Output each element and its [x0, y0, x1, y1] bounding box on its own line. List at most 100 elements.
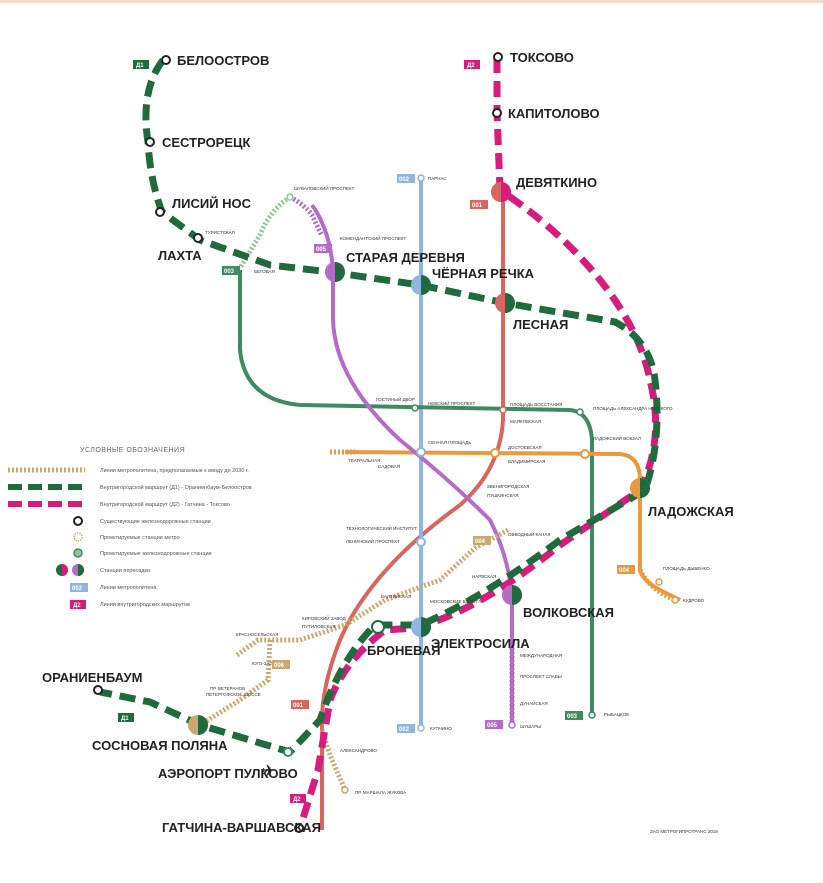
minor-station-label: ПР. МАРШАЛА ЖУКОВА — [355, 790, 406, 795]
footer-note: ЗАО МЕТРОГИПРОТРАНС 2019 — [650, 829, 718, 834]
station-sosnovaya-polyana[interactable]: СОСНОВАЯ ПОЛЯНА — [92, 715, 228, 753]
station-label: БРОНЕВАЯ — [367, 643, 441, 658]
station-label: ЧЁРНАЯ РЕЧКА — [432, 266, 535, 281]
minor-station-label: ЗВЕНИГОРОДСКАЯ — [487, 484, 529, 489]
minor-station-label: ЮГО-ЗАПАДНАЯ — [252, 661, 288, 666]
minor-station-label: ПРОСПЕКТ СЛАВЫ — [520, 674, 562, 679]
svg-text:002: 002 — [399, 727, 410, 733]
svg-text:004: 004 — [475, 539, 486, 545]
planned-metro-station-icon — [73, 532, 83, 542]
minor-station-label: РЫБАЦКОЕ — [604, 712, 629, 717]
minor-station-label: ПЕТЕРГОФСКОЕ ШОССЕ — [206, 692, 261, 697]
minor-station-label: ПАРНАС — [428, 176, 447, 181]
station-marker — [294, 823, 304, 833]
metro-line-teal — [238, 270, 594, 715]
minor-station-label: СЕННАЯ ПЛОЩАДЬ — [428, 440, 471, 445]
legend-item-text: Внутригородской маршрут (Д2) - Гатчина -… — [100, 501, 230, 508]
station-marker — [155, 207, 165, 217]
legend-item-text: Линии метрополитена — [100, 585, 157, 591]
minor-station-label: БАЛТИЙСКАЯ — [381, 592, 411, 599]
minor-station-label: НАРВСКАЯ — [472, 574, 496, 579]
planned-railway-station-icon — [73, 548, 83, 558]
station-label: АЭРОПОРТ ПУЛКОВО — [158, 766, 298, 781]
station-label: ТОКСОВО — [510, 50, 574, 65]
station-staraya-derevnya[interactable]: СТАРАЯ ДЕРЕВНЯ — [325, 250, 465, 282]
station-toksovo[interactable]: ТОКСОВО — [493, 50, 574, 65]
minor-station-label: КОМЕНДАНТСКИЙ ПРОСПЕКТ — [340, 234, 406, 241]
station-ladozhskaya[interactable]: ЛАДОЖСКАЯ — [630, 478, 734, 519]
minor-station-label: ПУТИЛОВСКАЯ — [302, 624, 336, 629]
station-label: СЕСТРОРЕЦК — [162, 135, 251, 150]
legend-title: УСЛОВНЫЕ ОБОЗНАЧЕНИЯ — [80, 447, 185, 454]
minor-station-label: ПЛОЩАДЬ АЛЕКСАНДРА НЕВСКОГО — [593, 406, 673, 411]
minor-station-label: АЛЕКСАНДРОВО — [340, 748, 377, 753]
legend-item-text: Станции пересадки — [100, 568, 150, 574]
station-beloostrov[interactable]: БЕЛООСТРОВ — [161, 53, 269, 68]
minor-station-label: КИРОВСКИЙ ЗАВОД — [302, 614, 346, 621]
minor-station-label: ШУВАЛОВСКИЙ ПРОСПЕКТ — [294, 184, 355, 191]
station-sestroretsk[interactable]: СЕСТРОРЕЦК — [145, 135, 251, 150]
minor-station-label: КРАСНОСЕЛЬСКАЯ — [236, 632, 278, 637]
top-border-bar — [0, 0, 823, 3]
station-marker — [283, 747, 293, 757]
station-label: ДЕВЯТКИНО — [516, 175, 597, 190]
route-d2-line — [296, 57, 660, 830]
station-marker — [371, 620, 385, 634]
station-volkovskaya[interactable]: ВОЛКОВСКАЯ — [502, 585, 614, 620]
station-label: ОРАНИЕНБАУМ — [42, 670, 142, 685]
svg-text:005: 005 — [487, 723, 498, 729]
legend-item-text: Проектируемые железнодорожные станции — [100, 551, 212, 557]
station-devyatkino[interactable]: ДЕВЯТКИНО — [491, 175, 597, 202]
minor-station-label: ТЕХНОЛОГИЧЕСКИЙ ИНСТИТУТ — [346, 524, 417, 531]
minor-station-label: ПР. ВЕТЕРАНОВ — [210, 686, 245, 691]
station-label: ЛИСИЙ НОС — [172, 196, 252, 211]
minor-station-label: ОБВОДНЫЙ КАНАЛ — [508, 530, 550, 537]
station-lakhta[interactable]: ЛАХТА — [158, 233, 203, 263]
legend-item-text: Существующие железнодорожные станции — [100, 519, 211, 525]
station-elektrosila[interactable]: ЭЛЕКТРОСИЛА — [411, 617, 530, 651]
minor-station-label: ЛЕНИНСКИЙ ПРОСПЕКТ — [346, 537, 400, 544]
station-label: СТАРАЯ ДЕРЕВНЯ — [346, 250, 465, 265]
svg-text:Д2: Д2 — [467, 63, 475, 69]
planned-metro-line-north-purple — [288, 194, 325, 238]
existing-railway-station-icon — [73, 516, 83, 526]
station-label: БЕЛООСТРОВ — [177, 53, 269, 68]
station-marker — [193, 233, 203, 243]
minor-station-label: ГОСТИНЫЙ ДВОР — [376, 395, 415, 402]
minor-station-label: ПУШКИНСКАЯ — [487, 493, 518, 498]
station-label: ЛАДОЖСКАЯ — [648, 504, 734, 519]
svg-text:Д1: Д1 — [136, 63, 144, 69]
svg-text:Д1: Д1 — [121, 716, 129, 722]
minor-station-label: САДОВАЯ — [378, 464, 400, 469]
transfer-station-icon — [56, 564, 84, 576]
station-lesnaya[interactable]: ЛЕСНАЯ — [495, 293, 568, 332]
svg-text:Д2: Д2 — [293, 797, 301, 803]
station-label: ЛЕСНАЯ — [513, 317, 568, 332]
station-oranienbaum[interactable]: ОРАНИЕНБАУМ — [42, 670, 142, 695]
station-label: ЭЛЕКТРОСИЛА — [431, 636, 530, 651]
route-line-tag-icon — [70, 600, 86, 609]
minor-station-label: НЕВСКИЙ ПРОСПЕКТ — [428, 399, 475, 406]
station-aeroport-pulkovo[interactable]: АЭРОПОРТ ПУЛКОВО ✈ — [158, 747, 298, 781]
station-bronevaya[interactable]: БРОНЕВАЯ — [367, 620, 441, 658]
station-kapitolovo[interactable]: КАПИТОЛОВО — [492, 106, 600, 121]
svg-text:003: 003 — [567, 714, 578, 720]
station-marker — [492, 108, 502, 118]
metro-line-red — [319, 192, 505, 830]
legend-item-text: Проектируемые станции метро — [100, 535, 180, 541]
minor-station-label: МОСКОВСКИЕ ВОРОТА — [430, 599, 481, 604]
minor-station-label: ШУШАРЫ — [520, 724, 541, 729]
station-chernaya-rechka[interactable]: ЧЁРНАЯ РЕЧКА — [411, 266, 535, 295]
legend: УСЛОВНЫЕ ОБОЗНАЧЕНИЯ Линии метрополитена… — [8, 447, 252, 609]
svg-text:003: 003 — [224, 269, 235, 275]
station-gatchina[interactable]: ГАТЧИНА-ВАРШАВСКАЯ — [162, 820, 321, 835]
route-d1-line — [99, 57, 661, 756]
svg-text:004: 004 — [619, 568, 630, 574]
svg-text:006: 006 — [274, 663, 285, 669]
station-label: КАПИТОЛОВО — [508, 106, 600, 121]
station-label: СОСНОВАЯ ПОЛЯНА — [92, 738, 228, 753]
minor-station-label: МАЯКОВСКАЯ — [510, 419, 541, 424]
metro-line-tag-icon — [70, 583, 88, 592]
station-lisiy-nos[interactable]: ЛИСИЙ НОС — [155, 196, 252, 217]
